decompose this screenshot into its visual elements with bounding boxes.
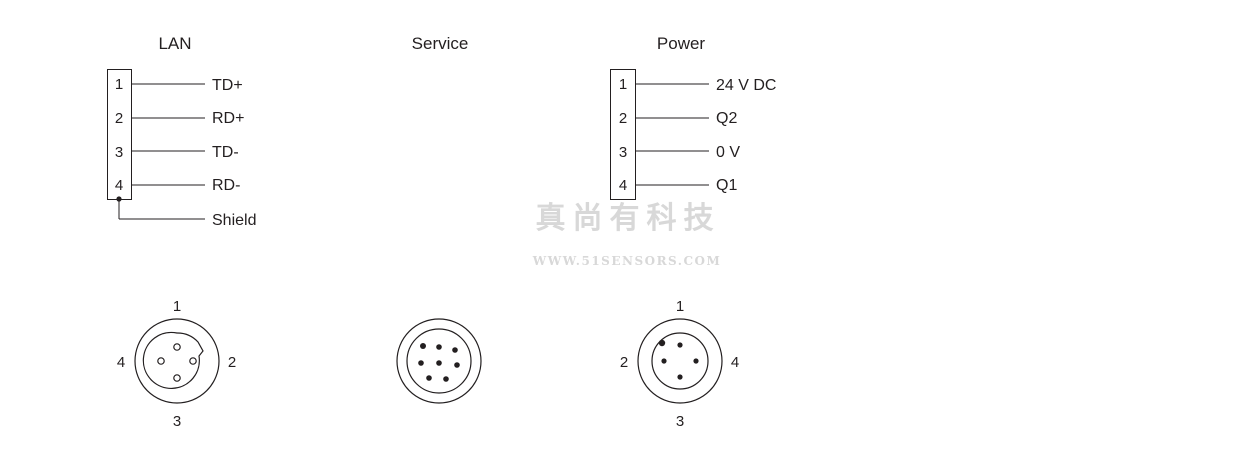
power-terminal-frame [610,69,636,200]
lan-heading: LAN [158,34,191,53]
power-contact-3 [677,374,683,380]
lan-shield-junction [116,196,122,202]
lan-contact-3 [173,374,181,382]
service-contact [443,376,449,382]
lan-connector-label-top: 1 [173,298,181,315]
power-signal-4: Q1 [716,177,737,194]
lan-pin-num-4: 4 [115,177,123,194]
power-connector-label-right: 4 [731,354,739,371]
lan-connector-label-left: 4 [117,354,125,371]
service-contact [426,375,432,381]
power-pin-num-2: 2 [619,110,627,127]
service-contact [436,360,442,366]
power-connector-label-bottom: 3 [676,413,684,430]
lan-connector-outer-ring [134,318,220,404]
lan-connector-label-bottom: 3 [173,413,181,430]
power-contact-4 [693,358,699,364]
lan-contact-4 [157,357,165,365]
service-heading: Service [412,34,469,53]
power-signal-1: 24 V DC [716,77,776,94]
lan-shield-label: Shield [212,212,256,229]
lan-pin-num-1: 1 [115,76,123,93]
lan-signal-3: TD- [212,144,239,161]
service-connector-face [406,328,472,394]
power-contact-key [658,339,666,347]
power-connector-face [651,332,709,390]
lan-signal-1: TD+ [212,77,243,94]
power-contact-2 [661,358,667,364]
watermark-chinese: 真尚有科技 [536,201,721,236]
service-contact [436,344,442,350]
power-connector-label-left: 2 [620,354,628,371]
power-heading: Power [657,34,706,53]
service-connector [396,318,482,404]
power-pin-num-4: 4 [619,177,627,194]
power-terminal-block [610,69,709,200]
power-contact-1 [677,342,683,348]
power-pin-num-1: 1 [619,76,627,93]
lan-contact-2 [189,357,197,365]
power-signal-2: Q2 [716,110,737,127]
lan-pin-num-2: 2 [115,110,123,127]
lan-signal-2: RD+ [212,110,244,127]
service-contact-key [420,343,426,349]
lan-contact-1 [173,343,181,351]
power-pin-num-3: 3 [619,144,627,161]
service-contact [454,362,460,368]
service-contact [418,360,424,366]
service-contact [452,347,458,353]
power-connector-outer-ring [637,318,723,404]
lan-connector-face [142,331,204,390]
lan-signal-4: RD- [212,177,240,194]
power-signal-3: 0 V [716,144,740,161]
lan-connector-label-right: 2 [228,354,236,371]
watermark-url: WWW.51SENSORS.COM [532,254,722,268]
power-connector-label-top: 1 [676,298,684,315]
service-connector-outer-ring [396,318,482,404]
lan-pin-num-3: 3 [115,144,123,161]
lan-connector [134,318,220,404]
power-connector [637,318,723,404]
